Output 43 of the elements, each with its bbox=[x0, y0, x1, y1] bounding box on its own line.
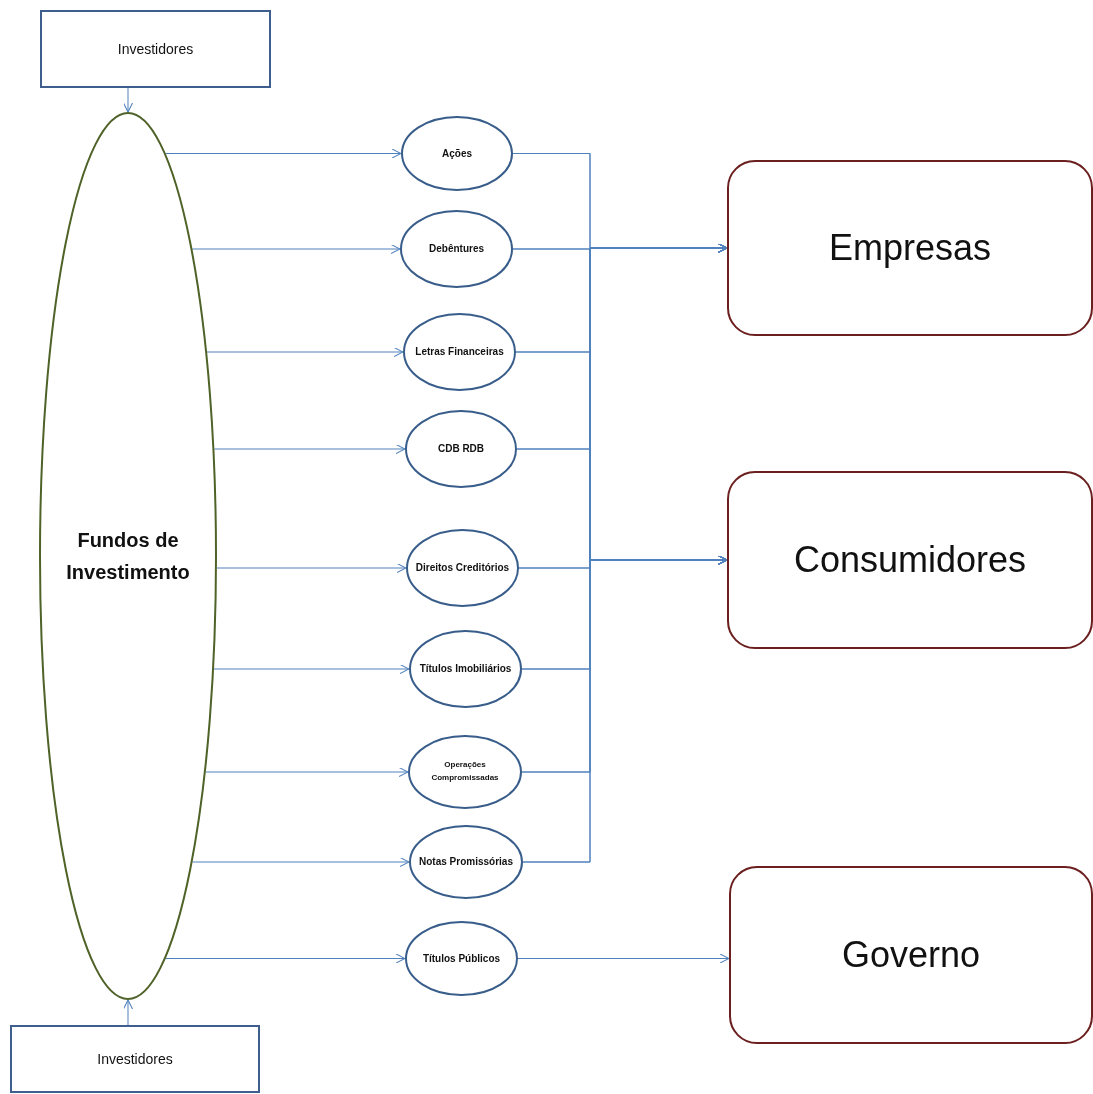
arrow bbox=[213, 663, 410, 675]
process-box bbox=[10, 1025, 260, 1093]
node-label: Letras Financeiras bbox=[415, 345, 504, 359]
arrow bbox=[192, 856, 410, 868]
ellipse-node bbox=[405, 921, 518, 996]
node-label: Títulos Públicos bbox=[422, 951, 501, 966]
node-label: Investidores bbox=[117, 40, 194, 58]
node-label: Ações bbox=[442, 146, 472, 161]
node-label: Títulos Imobiliários bbox=[419, 662, 512, 676]
arrow bbox=[122, 87, 134, 113]
node-label: Direitos Creditórios bbox=[415, 561, 510, 575]
node-label: Governo bbox=[841, 933, 981, 977]
arrow bbox=[165, 953, 406, 964]
arrow bbox=[517, 953, 730, 964]
process-box bbox=[40, 10, 271, 88]
node-label: Fundos de Investimento bbox=[65, 528, 191, 585]
node-label: Notas Promissórias bbox=[419, 855, 513, 869]
ellipse-node bbox=[408, 735, 522, 809]
rounded-box bbox=[729, 866, 1093, 1044]
ellipse-node bbox=[406, 529, 519, 607]
large-ellipse bbox=[39, 112, 217, 1000]
arrow bbox=[216, 562, 407, 574]
node-label: CDB RDB bbox=[437, 442, 485, 456]
ellipse-node bbox=[409, 630, 522, 708]
node-label: Empresas bbox=[828, 226, 992, 270]
node-label: Debêntures bbox=[429, 242, 484, 256]
ellipse-node bbox=[401, 116, 513, 191]
rounded-box bbox=[727, 471, 1093, 649]
arrow bbox=[205, 766, 409, 778]
arrow bbox=[522, 554, 728, 863]
arrow bbox=[165, 148, 402, 159]
node-label: Consumidores bbox=[793, 538, 1027, 582]
ellipse-node bbox=[400, 210, 513, 288]
ellipse-node bbox=[405, 410, 517, 488]
ellipse-node bbox=[403, 313, 516, 391]
arrow bbox=[122, 999, 134, 1026]
arrow bbox=[191, 243, 401, 255]
arrow bbox=[206, 346, 404, 358]
node-label: Operações Compromissadas bbox=[430, 759, 500, 784]
ellipse-node bbox=[409, 825, 523, 899]
node-label: Investidores bbox=[97, 1050, 173, 1068]
rounded-box bbox=[727, 160, 1093, 336]
arrow bbox=[213, 443, 406, 455]
